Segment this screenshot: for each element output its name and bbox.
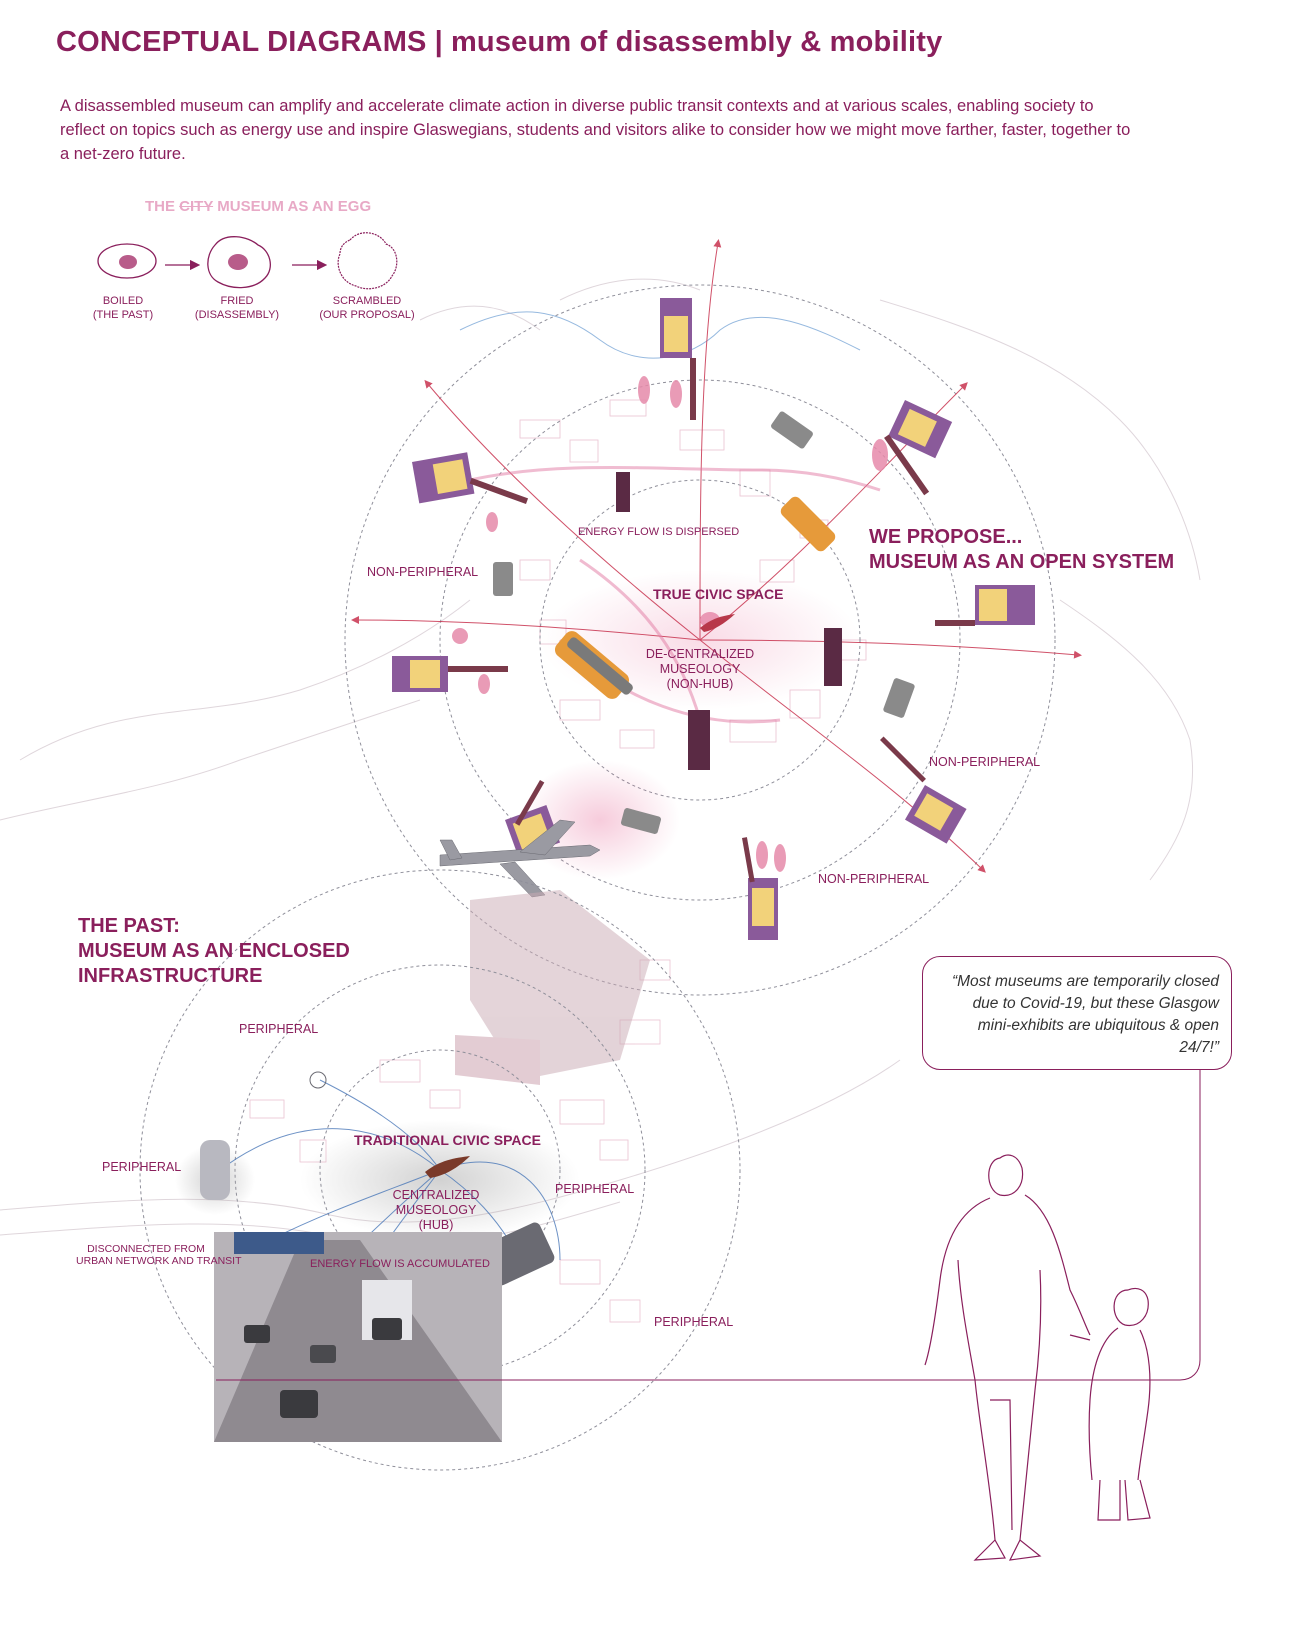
page-title: CONCEPTUAL DIAGRAMS|museum of disassembl… xyxy=(56,26,942,59)
traditional-civic-space-label: TRADITIONAL CIVIC SPACE xyxy=(354,1132,541,1148)
past-heading: THE PAST: MUSEUM AS AN ENCLOSED INFRASTR… xyxy=(78,914,350,989)
airplane xyxy=(439,819,601,898)
proposal-heading-line2: MUSEUM AS AN OPEN SYSTEM xyxy=(869,551,1175,573)
non-peripheral-label: NON-PERIPHERAL xyxy=(818,872,930,886)
egg-icons xyxy=(97,232,398,290)
egg-stage-boiled: BOILED (THE PAST) xyxy=(63,294,183,322)
egg-stage-caption: (THE PAST) xyxy=(92,309,154,321)
decentralized-museology-label: DE-CENTRALIZED MUSEOLOGY (NON-HUB) xyxy=(640,647,760,692)
museology-line: DE-CENTRALIZED xyxy=(645,647,755,661)
disconnected-line: URBAN NETWORK AND TRANSIT xyxy=(76,1255,242,1267)
non-peripheral-label: NON-PERIPHERAL xyxy=(929,755,1041,769)
peripheral-label: PERIPHERAL xyxy=(102,1160,182,1174)
egg-stage-name: BOILED xyxy=(102,295,144,307)
egg-diagram-title: THE CITY MUSEUM AS AN EGG xyxy=(145,198,371,215)
egg-stage-name: SCRAMBLED xyxy=(332,295,402,307)
museology-line: (HUB) xyxy=(418,1218,454,1232)
hub-object xyxy=(425,1156,470,1178)
pedestrian-silhouettes xyxy=(452,376,888,872)
quote-connector xyxy=(216,1070,1201,1381)
title-separator: | xyxy=(434,26,443,58)
past-heading-line3: INFRASTRUCTURE xyxy=(78,965,263,987)
proposal-heading-line1: WE PROPOSE... xyxy=(869,526,1023,548)
true-civic-space-label: TRUE CIVIC SPACE xyxy=(653,586,784,602)
quote-box: “Most museums are temporarily closed due… xyxy=(922,956,1232,1070)
energy-dispersed-label: ENERGY FLOW IS DISPERSED xyxy=(578,526,740,538)
title-subtitle: museum of disassembly & mobility xyxy=(450,26,943,58)
past-heading-line1: THE PAST: xyxy=(78,915,180,937)
proposal-heading: WE PROPOSE... MUSEUM AS AN OPEN SYSTEM xyxy=(869,525,1174,575)
museology-line: MUSEOLOGY xyxy=(659,662,741,676)
energy-accumulated-label: ENERGY FLOW IS ACCUMULATED xyxy=(310,1258,490,1270)
centralized-museology-label: CENTRALIZED MUSEOLOGY (HUB) xyxy=(356,1188,516,1233)
motorway-photo xyxy=(214,1232,502,1442)
disconnected-label: DISCONNECTED FROM URBAN NETWORK AND TRAN… xyxy=(76,1243,242,1267)
title-main: CONCEPTUAL DIAGRAMS xyxy=(56,26,427,58)
egg-stage-caption: (DISASSEMBLY) xyxy=(194,309,280,321)
egg-title-struck: CITY xyxy=(179,198,214,215)
peripheral-label: PERIPHERAL xyxy=(239,1022,319,1036)
egg-stage-fried: FRIED (DISASSEMBLY) xyxy=(177,294,297,322)
museology-line: (NON-HUB) xyxy=(666,677,734,691)
egg-stage-scrambled: SCRAMBLED (OUR PROPOSAL) xyxy=(307,294,427,322)
parent-and-child-drawing xyxy=(924,1154,1151,1561)
transit-vehicles xyxy=(493,411,915,834)
past-heading-line2: MUSEUM AS AN ENCLOSED xyxy=(78,940,350,962)
peripheral-label: PERIPHERAL xyxy=(555,1182,635,1196)
peripheral-label: PERIPHERAL xyxy=(654,1315,734,1329)
non-peripheral-label: NON-PERIPHERAL xyxy=(367,565,479,579)
civic-object xyxy=(700,614,735,632)
intro-paragraph: A disassembled museum can amplify and ac… xyxy=(60,97,1131,163)
mini-exhibit-posts xyxy=(392,298,1035,940)
disconnected-line: DISCONNECTED FROM xyxy=(87,1243,205,1255)
museology-line: CENTRALIZED MUSEOLOGY xyxy=(392,1188,480,1217)
egg-stage-caption: (OUR PROPOSAL) xyxy=(319,309,415,321)
car-image xyxy=(200,1140,230,1200)
bicycle-image xyxy=(309,1071,327,1089)
traffic-photo-ghost xyxy=(455,890,650,1085)
egg-title-prefix: THE xyxy=(145,198,180,215)
egg-stage-name: FRIED xyxy=(220,295,254,307)
egg-title-suffix: MUSEUM AS AN EGG xyxy=(213,198,372,215)
